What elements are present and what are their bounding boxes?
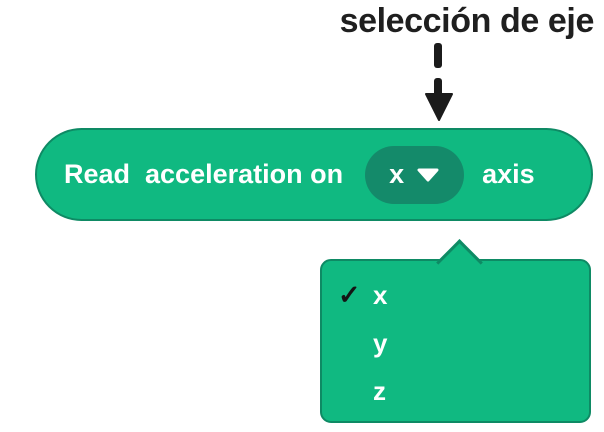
block-label-before: Read acceleration on xyxy=(64,159,344,189)
menu-item-z[interactable]: z xyxy=(338,367,589,415)
menu-item-label: y xyxy=(373,327,388,358)
chevron-down-icon xyxy=(417,168,439,181)
check-icon: ✓ xyxy=(338,279,361,310)
menu-item-x[interactable]: ✓ x xyxy=(338,271,589,319)
block-label-after: axis xyxy=(482,159,535,189)
axis-dropdown-value: x xyxy=(389,159,405,189)
menu-item-label: x xyxy=(373,279,388,310)
menu-item-label: z xyxy=(373,375,386,406)
reporter-block-read-acceleration[interactable]: Read acceleration on x axis xyxy=(35,128,593,221)
annotation-label: selección de eje xyxy=(339,2,595,40)
menu-item-y[interactable]: y xyxy=(338,319,589,367)
axis-dropdown-menu: ✓ x y z xyxy=(320,259,591,423)
pointer-arrow-icon xyxy=(425,43,453,121)
axis-dropdown[interactable]: x xyxy=(365,145,465,204)
